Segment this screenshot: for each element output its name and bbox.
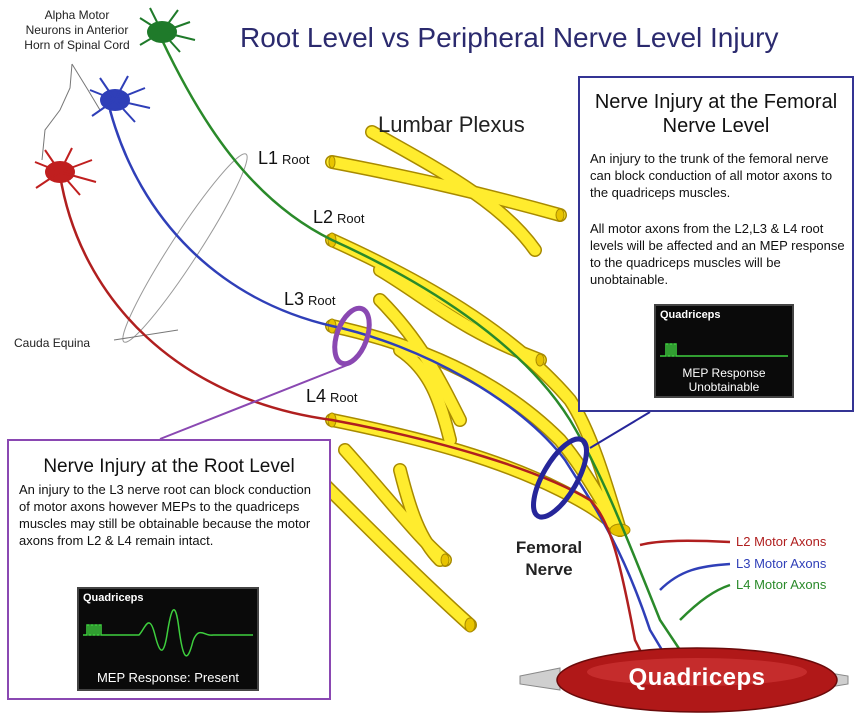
neuron-blue-icon	[90, 76, 150, 122]
lumbar-plexus-label: Lumbar Plexus	[378, 112, 525, 138]
femoral-scope: Quadriceps MEP Response Unobtainable	[654, 304, 794, 398]
femoral-scope-caption: MEP Response Unobtainable	[660, 366, 788, 394]
root-box-body: An injury to the L3 nerve root can block…	[19, 481, 319, 549]
femoral-box-para2: All motor axons from the L2,L3 & L4 root…	[590, 220, 845, 288]
axon-label-l4: L4 Motor Axons	[736, 577, 826, 592]
femoral-box-title: Nerve Injury at the Femoral Nerve Level	[590, 90, 842, 138]
femoral-nerve-label: Femoral Nerve	[504, 537, 594, 581]
femoral-injury-box: Nerve Injury at the Femoral Nerve Level …	[578, 76, 854, 412]
quadriceps-label: Quadriceps	[592, 664, 802, 692]
femoral-callout-line	[590, 412, 650, 448]
femoral-box-para1: An injury to the trunk of the femoral ne…	[590, 150, 845, 201]
page-title: Root Level vs Peripheral Nerve Level Inj…	[240, 22, 778, 54]
neuron-red-icon	[35, 148, 96, 195]
root-injury-box: Nerve Injury at the Root Level An injury…	[7, 439, 331, 700]
axon-label-l3: L3 Motor Axons	[736, 556, 826, 571]
cauda-equina-label: Cauda Equina	[14, 336, 90, 350]
root-scope: Quadriceps MEP Response: Present	[77, 587, 259, 691]
neuron-green-icon	[140, 8, 195, 52]
axon-label-l2: L2 Motor Axons	[736, 534, 826, 549]
leader-lines	[42, 64, 258, 350]
root-box-title: Nerve Injury at the Root Level	[19, 455, 319, 479]
neurons-label: Alpha Motor Neurons in Anterior Horn of …	[22, 8, 132, 53]
root-scope-caption: MEP Response: Present	[83, 671, 253, 685]
